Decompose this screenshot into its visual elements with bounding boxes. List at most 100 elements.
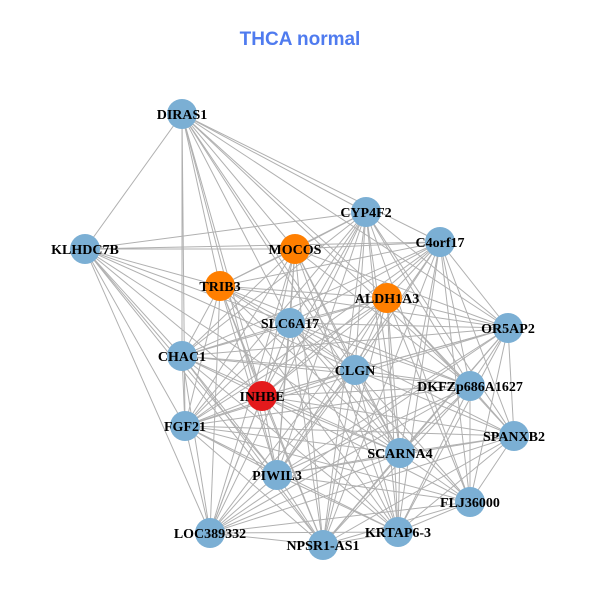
- edge-KLHDC7B-CYP4F2: [84, 211, 367, 250]
- edge-DIRAS1-MOCOS: [181, 113, 296, 250]
- edge-SLC6A17-FLJ36000: [289, 322, 471, 503]
- edge-C4orf17-SLC6A17: [289, 241, 441, 324]
- edge-DIRAS1-CLGN: [181, 113, 356, 371]
- edge-TRIB3-FGF21: [184, 285, 221, 427]
- edge-CYP4F2-SCARNA4: [365, 211, 401, 454]
- edge-C4orf17-KRTAP6-3: [397, 241, 441, 533]
- node-circle[interactable]: [385, 438, 415, 468]
- node-label: NPSR1-AS1: [286, 539, 359, 554]
- node-circle[interactable]: [280, 234, 310, 264]
- node-SPANXB2[interactable]: SPANXB2: [483, 421, 545, 451]
- node-circle[interactable]: [455, 371, 485, 401]
- node-CLGN[interactable]: CLGN: [335, 355, 375, 385]
- node-FGF21[interactable]: FGF21: [164, 411, 206, 441]
- node-circle[interactable]: [493, 313, 523, 343]
- edge-DKFZp686A1627-SCARNA4: [399, 385, 471, 454]
- node-circle[interactable]: [275, 308, 305, 338]
- node-CHAC1[interactable]: CHAC1: [158, 341, 206, 371]
- node-KLHDC7B[interactable]: KLHDC7B: [51, 234, 119, 264]
- node-PIWIL3[interactable]: PIWIL3: [252, 460, 302, 490]
- edge-C4orf17-SCARNA4: [399, 241, 441, 454]
- edge-DKFZp686A1627-LOC389332: [209, 385, 471, 534]
- edge-DKFZp686A1627-PIWIL3: [276, 385, 471, 476]
- edge-CYP4F2-KRTAP6-3: [365, 211, 399, 533]
- edge-INHBE-KRTAP6-3: [261, 395, 399, 533]
- edge-PIWIL3-KRTAP6-3: [276, 474, 399, 533]
- node-circle[interactable]: [308, 530, 338, 560]
- node-TRIB3[interactable]: TRIB3: [199, 271, 241, 301]
- node-NPSR1-AS1[interactable]: NPSR1-AS1: [286, 530, 360, 560]
- node-LOC389332[interactable]: LOC389332: [174, 518, 246, 548]
- edge-KLHDC7B-C4orf17: [84, 241, 441, 250]
- edge-FGF21-FLJ36000: [184, 425, 471, 503]
- edge-CHAC1-SCARNA4: [181, 355, 401, 454]
- edge-KLHDC7B-LOC389332: [84, 248, 211, 534]
- node-circle[interactable]: [247, 381, 277, 411]
- node-circle[interactable]: [170, 411, 200, 441]
- edge-DIRAS1-CYP4F2: [181, 113, 367, 213]
- node-SLC6A17[interactable]: SLC6A17: [261, 308, 319, 338]
- edge-TRIB3-PIWIL3: [219, 285, 278, 476]
- edge-OR5AP2-LOC389332: [209, 327, 509, 534]
- node-circle[interactable]: [455, 487, 485, 517]
- node-circle[interactable]: [383, 517, 413, 547]
- node-label: CHAC1: [158, 350, 206, 365]
- edge-DIRAS1-ALDH1A3: [181, 113, 388, 299]
- node-MOCOS[interactable]: MOCOS: [269, 234, 322, 264]
- edge-TRIB3-OR5AP2: [219, 285, 509, 329]
- edge-KLHDC7B-TRIB3: [84, 248, 221, 287]
- node-circle[interactable]: [167, 341, 197, 371]
- edge-ALDH1A3-LOC389332: [209, 297, 388, 534]
- edge-SCARNA4-PIWIL3: [276, 452, 401, 476]
- edge-KLHDC7B-SLC6A17: [84, 248, 291, 324]
- node-OR5AP2[interactable]: OR5AP2: [481, 313, 535, 343]
- node-circle[interactable]: [499, 421, 529, 451]
- node-circle[interactable]: [167, 99, 197, 129]
- node-CYP4F2[interactable]: CYP4F2: [340, 197, 392, 227]
- node-DKFZp686A1627[interactable]: DKFZp686A1627: [417, 371, 523, 401]
- node-circle[interactable]: [340, 355, 370, 385]
- node-label: INHBE: [239, 390, 284, 405]
- node-ALDH1A3[interactable]: ALDH1A3: [355, 283, 420, 313]
- edge-DIRAS1-TRIB3: [181, 113, 221, 287]
- edge-OR5AP2-CHAC1: [181, 327, 509, 357]
- node-circle[interactable]: [372, 283, 402, 313]
- edge-TRIB3-ALDH1A3: [219, 285, 388, 299]
- edge-KLHDC7B-FGF21: [84, 248, 186, 427]
- node-label: TRIB3: [199, 280, 240, 295]
- node-label: OR5AP2: [481, 322, 535, 337]
- node-circle[interactable]: [425, 227, 455, 257]
- node-SCARNA4[interactable]: SCARNA4: [367, 438, 433, 468]
- edge-INHBE-SPANXB2: [261, 395, 515, 437]
- node-circle[interactable]: [262, 460, 292, 490]
- edge-CYP4F2-CHAC1: [181, 211, 367, 357]
- node-FLJ36000[interactable]: FLJ36000: [440, 487, 500, 517]
- node-INHBE[interactable]: INHBE: [239, 381, 285, 411]
- edge-LOC389332-NPSR1-AS1: [209, 532, 324, 546]
- edge-MOCOS-C4orf17: [294, 241, 441, 250]
- edge-CYP4F2-OR5AP2: [365, 211, 509, 329]
- node-circle[interactable]: [195, 518, 225, 548]
- node-label: CYP4F2: [340, 206, 391, 221]
- node-circle[interactable]: [70, 234, 100, 264]
- edge-CHAC1-LOC389332: [181, 355, 211, 534]
- node-circle[interactable]: [351, 197, 381, 227]
- edge-DIRAS1-KLHDC7B: [84, 113, 183, 250]
- edge-DIRAS1-SLC6A17: [181, 113, 291, 324]
- edge-C4orf17-DKFZp686A1627: [439, 241, 471, 387]
- node-label: SPANXB2: [483, 430, 545, 445]
- node-KRTAP6-3[interactable]: KRTAP6-3: [365, 517, 431, 547]
- edge-SPANXB2-LOC389332: [209, 435, 515, 534]
- edge-CLGN-KRTAP6-3: [354, 369, 399, 533]
- edge-FLJ36000-LOC389332: [209, 501, 471, 534]
- edge-FGF21-SPANXB2: [184, 425, 515, 437]
- edge-CLGN-PIWIL3: [276, 369, 356, 476]
- node-label: MOCOS: [269, 243, 322, 258]
- node-DIRAS1[interactable]: DIRAS1: [157, 99, 208, 129]
- edge-KLHDC7B-CLGN: [84, 248, 356, 371]
- node-C4orf17[interactable]: C4orf17: [416, 227, 465, 257]
- node-circle[interactable]: [205, 271, 235, 301]
- edge-INHBE-SCARNA4: [261, 395, 401, 454]
- edge-INHBE-NPSR1-AS1: [261, 395, 324, 546]
